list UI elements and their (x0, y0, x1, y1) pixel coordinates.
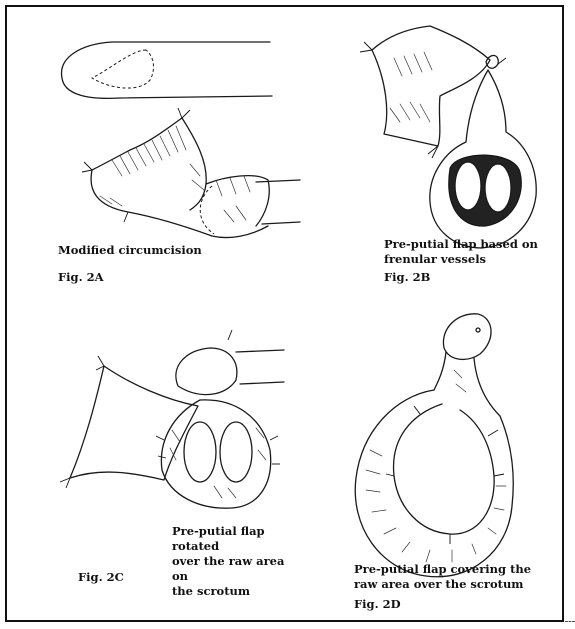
edge-dash (565, 621, 575, 623)
panel-2d: Pre-putial flap covering the raw area ov… (290, 300, 565, 622)
fig-label-2c: Fig. 2C (78, 570, 124, 584)
caption-2b: Pre-putial flap based on frenular vessel… (384, 237, 538, 267)
fig-label-2a: Fig. 2A (58, 270, 104, 284)
caption-2d: Pre-putial flap covering the raw area ov… (354, 562, 531, 592)
caption-2c: Pre-putial flap rotated over the raw are… (172, 524, 290, 599)
fig-label-2d: Fig. 2D (354, 597, 401, 611)
caption-2a: Modified circumcision (58, 243, 202, 258)
fig-label-2b: Fig. 2B (384, 270, 430, 284)
panel-2a: Modified circumcision Fig. 2A (0, 0, 290, 300)
panel-2c: Pre-putial flap rotated over the raw are… (0, 300, 290, 622)
panel-2b: Pre-putial flap based on frenular vessel… (290, 0, 565, 300)
